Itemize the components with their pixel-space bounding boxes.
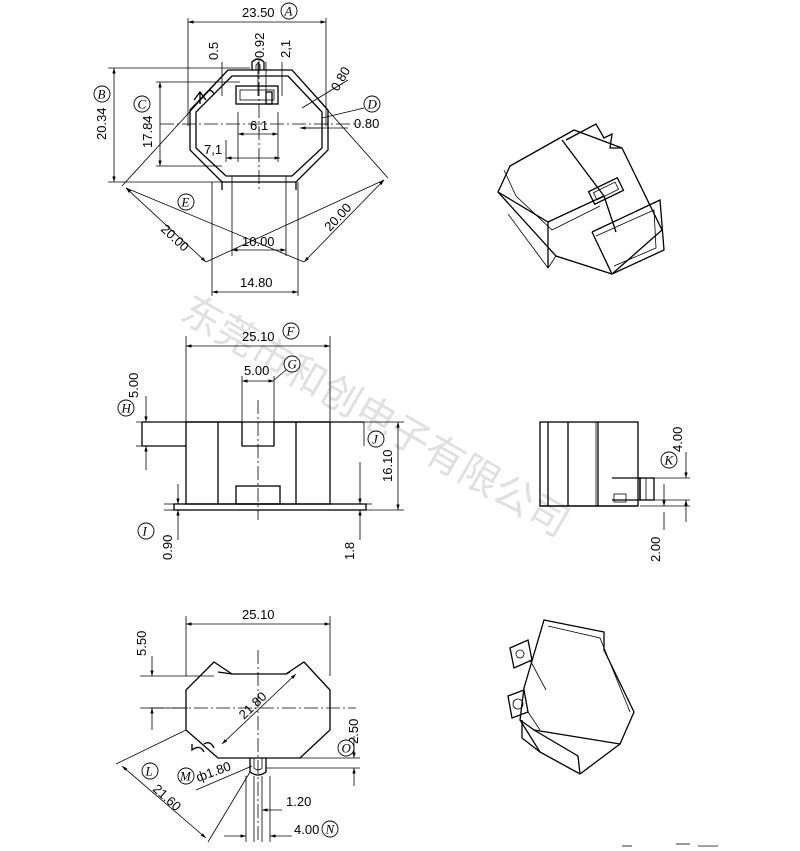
svg-text:N: N xyxy=(325,822,336,837)
dim-base-width-label: 14.80 xyxy=(240,275,273,290)
callout-i: I xyxy=(137,522,155,540)
dim-inner-width-label: 6,1 xyxy=(250,118,268,133)
dim-pin-gap-label: 1.20 xyxy=(286,794,311,809)
dim-chamfer-side-label: 0.80 xyxy=(354,116,379,131)
callout-o: O xyxy=(337,739,355,757)
callout-b: B xyxy=(93,85,111,103)
dim-flange-label: 0.90 xyxy=(160,535,175,560)
callout-h: H xyxy=(117,399,135,417)
dim-leg-width-label: 10.00 xyxy=(242,234,275,249)
svg-text:B: B xyxy=(98,87,106,102)
svg-text:F: F xyxy=(286,324,296,339)
callout-f: F xyxy=(282,322,300,340)
svg-text:J: J xyxy=(372,432,379,447)
svg-text:M: M xyxy=(179,769,192,784)
svg-text:I: I xyxy=(142,524,148,539)
svg-text:D: D xyxy=(367,97,378,112)
top-view: 23.50 A 0.5 0.92 2,1 0.80 20.34 B 17.84 … xyxy=(93,2,389,296)
corner-marks xyxy=(622,843,718,847)
callout-n: N xyxy=(321,820,339,838)
svg-text:G: G xyxy=(288,357,298,372)
iso-view-bottom xyxy=(507,619,635,775)
dim-slot-label: 0.5 xyxy=(206,42,221,60)
dim-diag-left-label: 20.00 xyxy=(158,221,192,254)
dim-bottom-offset-label: 5.50 xyxy=(134,631,149,656)
dim-pin-height-label: 4.00 xyxy=(670,427,685,452)
dim-inner-offset-label: 7,1 xyxy=(204,142,222,157)
side-view: 4.00 K 2.00 xyxy=(539,421,690,562)
dim-inner-height-label: 17.84 xyxy=(140,115,155,148)
dim-pin-span-label: 4.00 xyxy=(294,822,319,837)
callout-l: L xyxy=(141,762,159,780)
bottom-view: 25.10 5.50 21.80 21.60 L ф1.80 xyxy=(115,607,361,843)
dim-bottom-width-label: 25.10 xyxy=(242,607,275,622)
svg-text:H: H xyxy=(121,401,132,416)
callout-m: M xyxy=(177,767,195,785)
callout-c: C xyxy=(133,95,151,113)
svg-text:K: K xyxy=(664,453,675,468)
watermark-text: 东莞市和创电子有限公司 xyxy=(173,287,577,547)
svg-text:O: O xyxy=(342,741,352,756)
callout-a: A xyxy=(280,2,298,20)
callout-d: D xyxy=(363,95,381,113)
svg-text:L: L xyxy=(145,764,153,779)
callout-j: J xyxy=(367,430,385,448)
callout-k: K xyxy=(660,451,678,469)
dim-width-label: 23.50 xyxy=(242,5,275,20)
dim-pin-gap-label: 0.92 xyxy=(252,33,267,58)
dim-diag-right-label: 20.00 xyxy=(321,200,354,234)
iso-view-top xyxy=(497,123,665,275)
callout-e: E xyxy=(177,193,195,211)
callout-g: G xyxy=(283,355,301,373)
dim-hole-label: ф1.80 xyxy=(194,758,233,784)
front-view: 25.10 F 5.00 G 5.00 H xyxy=(117,322,404,560)
dim-notch-depth-label: 5.00 xyxy=(126,373,141,398)
svg-text:E: E xyxy=(181,195,190,210)
dim-hole-offset-label: 2.50 xyxy=(346,719,361,744)
dim-pin-offset-label: 2,1 xyxy=(278,40,293,58)
dim-diag-outer-label: 21.60 xyxy=(150,781,184,814)
dim-front-width-label: 25.10 xyxy=(242,329,275,344)
dim-pin-base-label: 2.00 xyxy=(648,537,663,562)
svg-text:C: C xyxy=(138,97,147,112)
dim-notch-width-label: 5.00 xyxy=(244,363,269,378)
dim-flange-right-label: 1.8 xyxy=(342,542,357,560)
dim-chamfer-top-label: 0.80 xyxy=(328,64,354,93)
dim-front-height-label: 16.10 xyxy=(380,449,395,482)
dim-height-label: 20.34 xyxy=(94,107,109,140)
dim-diag-label: 21.80 xyxy=(236,689,270,722)
svg-text:A: A xyxy=(284,4,293,19)
